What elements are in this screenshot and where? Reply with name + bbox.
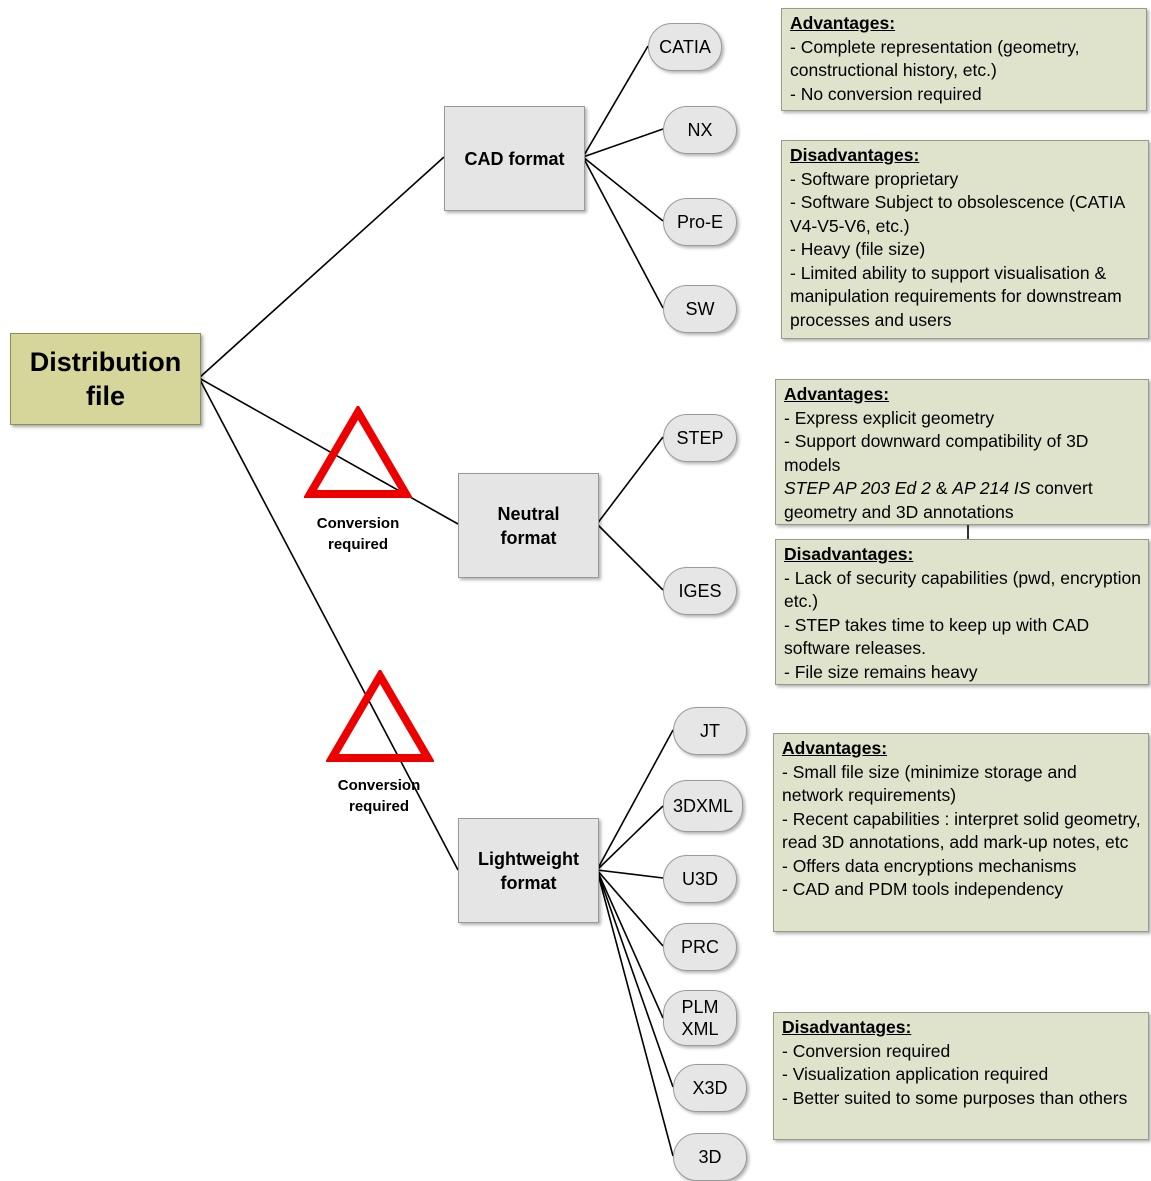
note-line-step-ap: STEP AP 203 Ed 2 & AP 214 IS convert geo… <box>784 477 1142 524</box>
edge-light-prc <box>596 869 664 947</box>
note-line: - Lack of security capabilities (pwd, en… <box>784 567 1141 612</box>
ampersand-text: & <box>930 478 953 498</box>
tool-jt: JT <box>673 707 747 755</box>
tool-nx: NX <box>663 106 737 154</box>
tool-plm-xml: PLM XML <box>663 990 737 1046</box>
cad-format-box: CAD format <box>444 106 585 211</box>
edge-light-jt <box>596 729 674 871</box>
warning-triangle-icon <box>304 406 412 498</box>
edge-neutral-iges <box>596 523 664 591</box>
note-line: - No conversion required <box>790 83 982 104</box>
tool-step: STEP <box>663 414 737 462</box>
ap214-text: AP 214 IS <box>952 478 1031 498</box>
note-line: - Offers data encryptions mechanisms <box>782 855 1077 876</box>
edge-light-plmxml <box>596 869 664 1019</box>
note-line: - File size remains heavy <box>784 661 978 682</box>
edge-light-u3d <box>596 869 664 879</box>
conversion-required-label-lightweight: Conversion required <box>337 777 421 815</box>
note-line: - Conversion required <box>782 1040 951 1061</box>
edge-cad-catia <box>582 45 649 158</box>
edge-root-lightweight <box>198 377 459 871</box>
convert-text: convert geometry and 3D annotations <box>784 478 1093 522</box>
neutral-disadvantages-note: Disadvantages: - Lack of security capabi… <box>775 539 1149 685</box>
edge-root-cad <box>198 156 445 379</box>
warning-triangle-icon <box>326 670 434 762</box>
step-ap203-text: STEP AP 203 Ed 2 <box>784 478 931 498</box>
edge-neutral-step <box>596 436 664 525</box>
neutral-format-box: Neutral format <box>458 473 599 578</box>
tool-prc: PRC <box>663 923 737 971</box>
tool-u3d: U3D <box>663 855 737 903</box>
note-heading: Advantages: <box>790 13 896 33</box>
lightweight-format-box: Lightweight format <box>458 818 599 923</box>
note-line: - Support downward compatibility of 3D m… <box>784 431 1089 475</box>
note-line: - CAD and PDM tools independency <box>782 879 1064 899</box>
note-line: - Small file size (minimize storage and … <box>782 761 1077 806</box>
note-line: - Software proprietary <box>790 168 959 189</box>
conversion-required-label-neutral: Conversion required <box>316 515 400 553</box>
note-line: - Express explicit geometry <box>784 407 995 428</box>
edge-cad-sw <box>582 156 664 309</box>
tool-3dxml: 3DXML <box>663 780 743 832</box>
tool-catia: CATIA <box>648 23 722 71</box>
tool-3d: 3D <box>673 1133 747 1181</box>
note-line: - Limited ability to support visualisati… <box>790 262 1122 330</box>
note-heading: Disadvantages: <box>790 145 920 165</box>
note-line: - Heavy (file size) <box>790 239 926 259</box>
note-line: - Complete representation (geometry, con… <box>790 36 1080 81</box>
edge-light-3dxml <box>596 805 664 871</box>
tool-x3d: X3D <box>673 1064 747 1112</box>
edge-cad-nx <box>582 128 664 158</box>
note-line: - Visualization application required <box>782 1064 1049 1084</box>
tool-pro-e: Pro-E <box>663 198 737 246</box>
edge-root-neutral <box>198 377 459 525</box>
note-line: - STEP takes time to keep up with CAD so… <box>784 614 1090 659</box>
lightweight-advantages-note: Advantages: - Small file size (minimize … <box>773 733 1149 932</box>
note-heading: Disadvantages: <box>782 1017 912 1037</box>
note-line: - Better suited to some purposes than ot… <box>782 1087 1128 1108</box>
note-heading: Advantages: <box>784 384 890 404</box>
lightweight-disadvantages-note: Disadvantages: - Conversion required - V… <box>773 1012 1149 1140</box>
cad-disadvantages-note: Disadvantages: - Software proprietary - … <box>781 140 1149 339</box>
note-heading: Advantages: <box>782 738 888 758</box>
note-heading: Disadvantages: <box>784 544 914 564</box>
root-distribution-file: Distribution file <box>10 333 201 425</box>
edge-cad-proe <box>582 156 664 222</box>
edge-light-3d <box>596 869 674 1157</box>
cad-advantages-note: Advantages: - Complete representation (g… <box>781 8 1147 111</box>
note-line: - Recent capabilities : interpret solid … <box>782 808 1141 853</box>
note-line: - Software Subject to obsolescence (CATI… <box>790 192 1125 236</box>
edge-light-x3d <box>596 869 674 1088</box>
neutral-advantages-note: Advantages: - Express explicit geometry … <box>775 379 1149 525</box>
tool-iges: IGES <box>663 567 737 615</box>
tool-sw: SW <box>663 285 737 333</box>
